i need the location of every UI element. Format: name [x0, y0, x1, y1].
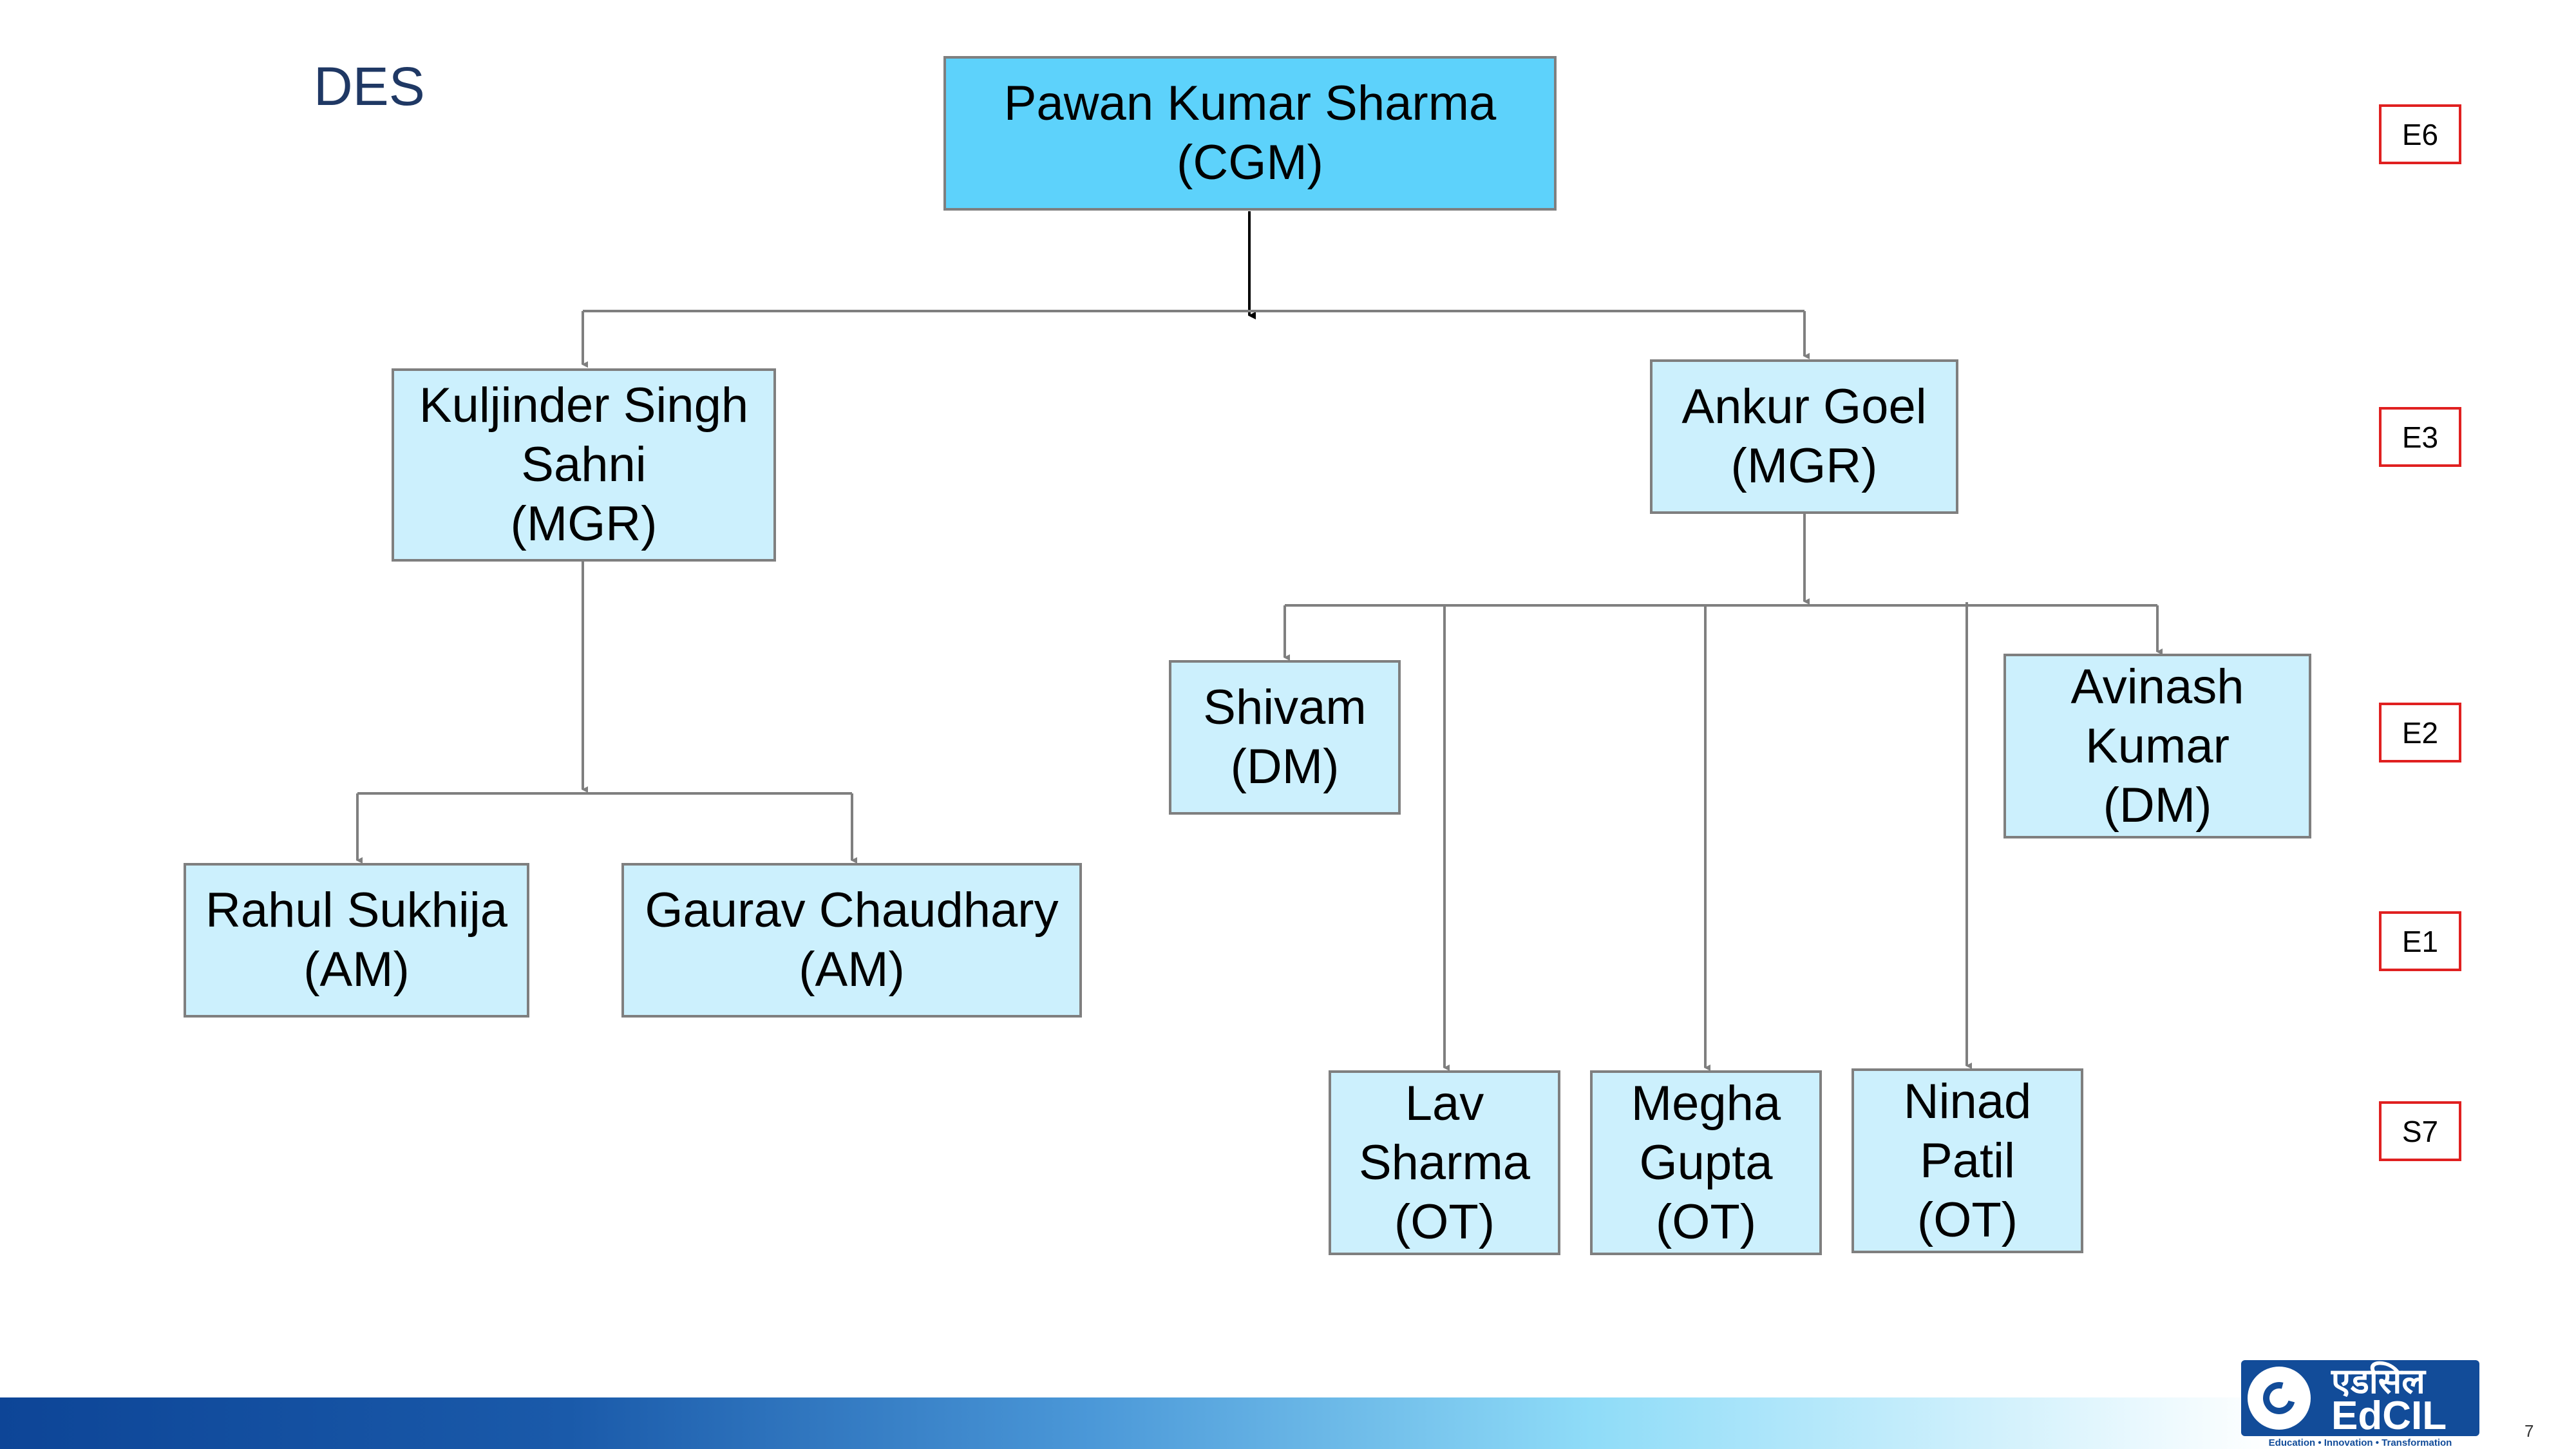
node-ot-2-line2: Gupta	[1639, 1135, 1773, 1190]
node-cgm-name: Pawan Kumar Sharma	[1003, 76, 1497, 131]
node-mgr-right-name: Ankur Goel	[1681, 379, 1927, 434]
node-mgr-left-line1: Kuljinder Singh	[419, 378, 749, 433]
grade-label-e1: E1	[2379, 911, 2461, 971]
node-am-1-name: Rahul Sukhija	[205, 883, 507, 938]
logo-name-text: EdCIL	[2331, 1394, 2447, 1438]
node-ot-2: Megha Gupta (OT)	[1590, 1070, 1822, 1255]
node-dm-1-name: Shivam	[1203, 680, 1367, 735]
node-mgr-left: Kuljinder Singh Sahni (MGR)	[392, 368, 776, 562]
node-am-2-role: (AM)	[799, 942, 905, 997]
node-ot-2-role: (OT)	[1655, 1194, 1757, 1249]
node-ot-3: Ninad Patil (OT)	[1852, 1068, 2083, 1253]
node-ot-1-role: (OT)	[1394, 1194, 1495, 1249]
node-mgr-left-line2: Sahni	[521, 437, 647, 492]
node-ot-1-line1: Lav	[1405, 1075, 1484, 1131]
page-number: 7	[2524, 1421, 2534, 1441]
node-ot-2-line1: Megha	[1631, 1075, 1781, 1131]
node-am-2: Gaurav Chaudhary (AM)	[621, 863, 1082, 1018]
node-ot-1: Lav Sharma (OT)	[1329, 1070, 1560, 1255]
grade-label-s7: S7	[2379, 1101, 2461, 1161]
grade-label-e6: E6	[2379, 104, 2461, 164]
node-mgr-right: Ankur Goel (MGR)	[1650, 359, 1958, 514]
node-dm-2-line2: Kumar	[2085, 718, 2230, 773]
node-cgm-role: (CGM)	[1177, 135, 1323, 190]
node-am-1-role: (AM)	[303, 942, 410, 997]
node-mgr-left-role: (MGR)	[510, 497, 658, 551]
node-cgm: Pawan Kumar Sharma (CGM)	[943, 56, 1557, 211]
node-dm-1-role: (DM)	[1230, 739, 1340, 794]
logo-hindi-text: एडसिल	[2331, 1362, 2425, 1401]
grade-label-e3: E3	[2379, 407, 2461, 467]
edcil-logo: एडसिल EdCIL Education • Innovation • Tra…	[2241, 1360, 2479, 1449]
node-mgr-right-role: (MGR)	[1730, 439, 1878, 493]
node-ot-1-line2: Sharma	[1358, 1135, 1531, 1190]
footer-gradient-bar	[0, 1397, 2273, 1449]
logo-badge: एडसिल EdCIL	[2241, 1360, 2479, 1436]
node-dm-2: Avinash Kumar (DM)	[2003, 654, 2311, 838]
slide-title: DES	[314, 56, 425, 117]
node-ot-3-role: (OT)	[1917, 1192, 2018, 1247]
node-dm-2-role: (DM)	[2103, 777, 2212, 833]
logo-tagline: Education • Innovation • Transformation	[2268, 1437, 2452, 1448]
node-dm-1: Shivam (DM)	[1169, 660, 1401, 815]
node-ot-3-line2: Patil	[1920, 1133, 2015, 1188]
logo-emblem-icon	[2248, 1367, 2311, 1430]
node-ot-3-line1: Ninad	[1903, 1074, 2032, 1129]
node-am-2-name: Gaurav Chaudhary	[645, 883, 1059, 938]
grade-label-e2: E2	[2379, 703, 2461, 762]
node-am-1: Rahul Sukhija (AM)	[184, 863, 529, 1018]
node-dm-2-line1: Avinash	[2070, 659, 2244, 714]
